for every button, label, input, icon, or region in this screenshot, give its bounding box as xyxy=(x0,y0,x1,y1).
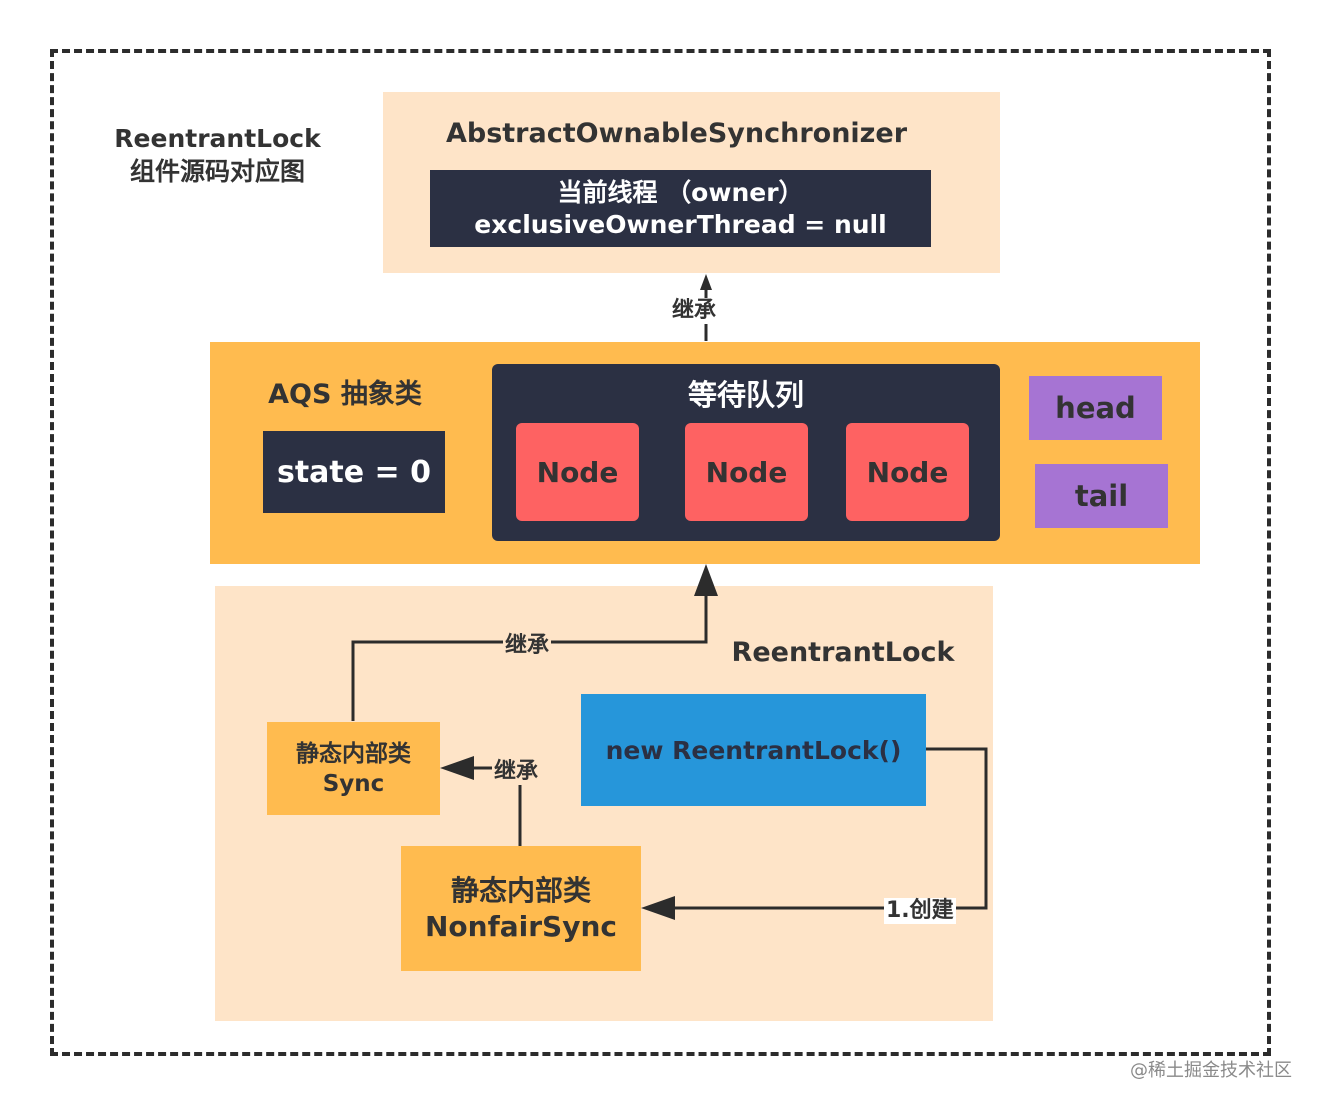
create-label: 1.创建 xyxy=(884,898,956,924)
inherit-label: 继承 xyxy=(492,759,541,785)
owner-label: 当前线程 （owner） xyxy=(557,177,804,207)
wait-queue-title: 等待队列 xyxy=(687,378,804,412)
aos-title: AbstractOwnableSynchronizer xyxy=(445,118,908,149)
nonfairsync-class-box: 静态内部类 NonfairSync xyxy=(401,846,641,971)
owner-box: 当前线程 （owner） exclusiveOwnerThread = null xyxy=(430,170,931,247)
sync-kind: 静态内部类 xyxy=(296,740,411,767)
arrowhead-icon xyxy=(694,564,718,596)
diagram-title-line2: 组件源码对应图 xyxy=(129,157,305,186)
queue-node: Node xyxy=(685,423,808,521)
sync-class-box: 静态内部类 Sync xyxy=(267,722,440,815)
diagram-title: ReentrantLock 组件源码对应图 xyxy=(105,122,330,188)
inherit-label: 继承 xyxy=(670,298,719,324)
reentrantlock-title: ReentrantLock xyxy=(731,637,955,668)
owner-value: exclusiveOwnerThread = null xyxy=(474,209,887,239)
sync-name: Sync xyxy=(322,770,385,797)
create-line xyxy=(672,747,988,910)
state-box: state = 0 xyxy=(263,431,445,513)
arrowhead-icon xyxy=(641,896,675,920)
new-reentrantlock-box: new ReentrantLock() xyxy=(581,694,926,806)
aqs-title: AQS 抽象类 xyxy=(268,379,422,410)
watermark: @稀土掘金技术社区 xyxy=(1130,1060,1292,1081)
inherit-label: 继承 xyxy=(503,633,552,659)
queue-node: Node xyxy=(516,423,639,521)
arrowhead-icon xyxy=(440,756,474,780)
arrowhead-icon xyxy=(700,274,712,290)
diagram-title-line1: ReentrantLock xyxy=(114,124,321,153)
head-pointer: head xyxy=(1029,376,1162,440)
nonfairsync-kind: 静态内部类 xyxy=(450,873,591,907)
queue-node: Node xyxy=(846,423,969,521)
nonfairsync-name: NonfairSync xyxy=(424,909,618,943)
outer-dashed-frame xyxy=(50,49,1271,1056)
tail-pointer: tail xyxy=(1035,464,1168,528)
